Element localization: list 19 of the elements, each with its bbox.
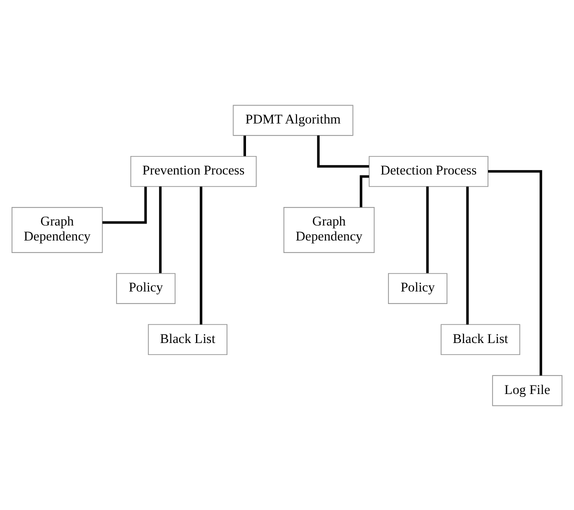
connector [102, 186, 147, 224]
node-box: Black List [148, 324, 228, 355]
connector [244, 135, 246, 156]
connector [466, 186, 469, 324]
connector [317, 134, 369, 168]
node-box: Graph Dependency [12, 206, 103, 252]
node-box: Detection Process [368, 155, 488, 186]
node-box: PDMT Algorithm [232, 104, 354, 136]
node-box: Policy [388, 272, 448, 304]
connector [200, 186, 202, 324]
node-box: Log File [492, 374, 562, 406]
connector [360, 174, 370, 207]
node-box: Policy [116, 272, 176, 304]
connector [159, 186, 162, 273]
node-box: Graph Dependency [283, 206, 375, 252]
connector [488, 170, 542, 376]
node-box: Black List [440, 324, 520, 355]
node-box: Prevention Process [130, 155, 257, 186]
connector [426, 186, 429, 273]
